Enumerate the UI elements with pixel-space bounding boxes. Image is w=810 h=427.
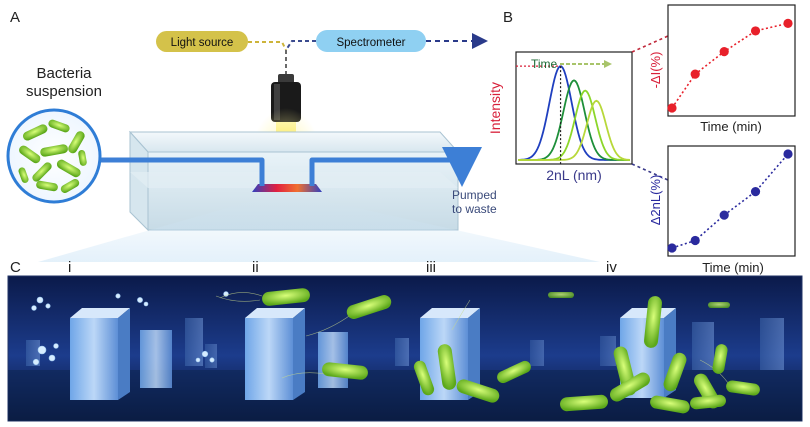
- intensity-point-2: [690, 69, 700, 79]
- intensity-point-1: [667, 103, 677, 113]
- stage-iii-label: iii: [426, 259, 436, 276]
- connector-intensity: [631, 35, 669, 53]
- stage-iv-label: iv: [606, 259, 617, 276]
- light-source-box: [156, 31, 248, 52]
- panel-b-label: B: [503, 9, 513, 26]
- spectra-ylabel: Intensity: [487, 82, 503, 134]
- thickness-plot-frame: [667, 145, 796, 257]
- intensity-marks: [667, 18, 793, 113]
- outlet-channel: [309, 147, 482, 187]
- pumped-label-line2: to waste: [452, 202, 497, 216]
- sensor-chip: [252, 184, 322, 192]
- light-fiber: [248, 41, 287, 51]
- intensity-ylabel: -ΔI(%): [648, 52, 663, 89]
- bacteria-label-line2: suspension: [26, 83, 102, 100]
- spectra-marks: [516, 65, 631, 164]
- zoom-fan: [38, 198, 600, 262]
- stage-i-label: i: [68, 259, 71, 276]
- intensity-point-5: [783, 18, 793, 28]
- inlet-channel: [98, 157, 265, 186]
- connector-thickness: [631, 163, 669, 181]
- suspension-bacteria: [18, 119, 87, 193]
- panel-b: B Time Intensity 2nL (nm) -ΔI(%) Time (m…: [487, 4, 796, 275]
- chip-top-face: [128, 131, 460, 153]
- background-pillars: [26, 318, 784, 370]
- intensity-plot-frame: [667, 4, 796, 117]
- panel-c-label: C: [10, 259, 21, 276]
- stage-ii-label: ii: [252, 259, 259, 276]
- light-source-label: Light source: [171, 37, 234, 49]
- thickness-point-4: [750, 187, 761, 197]
- intensity-point-4: [750, 26, 761, 36]
- thickness-point-5: [783, 149, 793, 159]
- probe-cap: [278, 74, 294, 84]
- intensity-point-3: [719, 47, 729, 57]
- thickness-trend-line: [671, 153, 789, 249]
- spectrometer-label: Spectrometer: [336, 37, 405, 49]
- pumped-label-line1: Pumped: [452, 188, 497, 202]
- time-label: Time: [531, 57, 558, 71]
- thickness-xlabel: Time (min): [702, 260, 764, 275]
- bacteria-label-line1: Bacteria: [36, 65, 92, 82]
- spectrometer-fiber: [285, 40, 316, 51]
- thickness-point-2: [690, 235, 700, 246]
- panel-a-label: A: [10, 9, 20, 26]
- attaching-bacteria: [215, 288, 760, 414]
- spectrometer-box: [316, 30, 426, 52]
- panel-a: A Light source Spectrometer Pumped to wa…: [6, 9, 600, 262]
- thickness-point-3: [719, 210, 729, 220]
- thickness-ylabel: Δ2nL(%): [648, 175, 663, 226]
- intensity-xlabel: Time (min): [700, 119, 762, 134]
- thickness-point-1: [667, 243, 677, 253]
- thickness-marks: [667, 149, 793, 253]
- spectra-xlabel: 2nL (nm): [546, 167, 602, 183]
- panel-c: C i ii iii iv: [7, 259, 803, 422]
- spectrum-peak-4: [518, 99, 631, 161]
